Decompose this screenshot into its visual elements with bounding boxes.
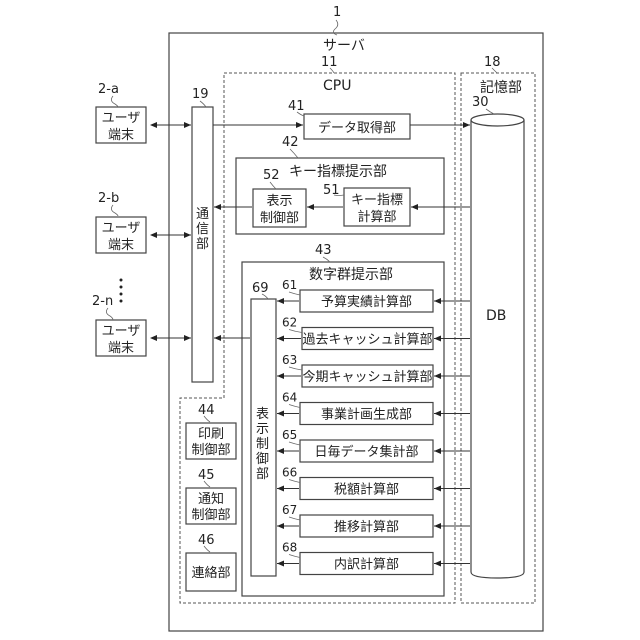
terminal-label-line1: ユーザ — [102, 221, 141, 236]
print-control-unit[interactable]: 印刷 制御部 — [186, 423, 236, 459]
calc-unit-label: 予算実績計算部 — [321, 294, 412, 310]
calc-unit[interactable]: 過去キャッシュ計算部 — [302, 328, 433, 350]
comm-unit-char: 通 — [196, 207, 209, 222]
number-display-char: 表 — [256, 407, 269, 422]
server-ref: 1 — [333, 5, 341, 20]
ellipsis-dots — [120, 279, 123, 303]
contact-label: 連絡部 — [191, 565, 230, 581]
calc-unit[interactable]: 内訳計算部 — [300, 553, 433, 575]
key-indicator-label: キー指標提示部 — [289, 164, 387, 180]
notify-label-line2: 制御部 — [191, 508, 230, 523]
number-display-char: 制 — [256, 437, 269, 452]
contact-ref: 46 — [198, 533, 215, 548]
comm-unit-ref: 19 — [192, 87, 209, 102]
notify-label-line1: 通知 — [198, 491, 224, 507]
calc-unit-label: 過去キャッシュ計算部 — [302, 332, 432, 348]
calc-unit-label: 内訳計算部 — [334, 557, 399, 573]
contact-unit[interactable]: 連絡部 — [186, 553, 236, 591]
user-terminal-b[interactable]: ユーザ 端末 — [96, 217, 146, 253]
key-indicator-calc-unit[interactable]: キー指標 計算部 — [344, 188, 410, 226]
terminal-n-ref: 2-n — [92, 294, 113, 309]
calc-unit-ref: 65 — [282, 428, 297, 442]
key-calc-label-line2: 計算部 — [357, 209, 396, 225]
data-acquisition-unit[interactable]: データ取得部 — [304, 114, 410, 139]
number-display-ref: 69 — [252, 281, 269, 296]
number-display-char: 御 — [256, 452, 269, 467]
server-label: サーバ — [323, 38, 365, 54]
notification-control-unit[interactable]: 通知 制御部 — [186, 488, 236, 524]
db-label: DB — [486, 308, 506, 324]
terminal-label-line1: ユーザ — [102, 111, 141, 126]
print-label-line2: 制御部 — [191, 443, 230, 458]
db-ref: 30 — [472, 95, 489, 110]
cpu-ref: 11 — [321, 55, 338, 70]
terminal-b-leader — [111, 205, 118, 216]
calc-unit[interactable]: 今期キャッシュ計算部 — [302, 365, 433, 387]
terminal-b-ref: 2-b — [98, 191, 119, 206]
notify-ref: 45 — [198, 468, 215, 483]
key-display-label-line1: 表示 — [266, 194, 292, 209]
storage-label: 記憶部 — [480, 79, 522, 96]
print-label-line1: 印刷 — [198, 427, 224, 442]
calc-unit-label: 事業計画生成部 — [321, 407, 412, 423]
terminal-a-ref: 2-a — [98, 82, 119, 97]
comm-unit-char: 部 — [196, 237, 209, 252]
key-display-label-line2: 制御部 — [260, 211, 299, 226]
comm-unit-char: 信 — [196, 222, 209, 237]
key-display-control-unit[interactable]: 表示 制御部 — [253, 189, 306, 227]
number-display-char: 示 — [256, 422, 269, 437]
data-acquisition-label: データ取得部 — [318, 120, 396, 136]
terminal-label-line2: 端末 — [108, 128, 134, 143]
terminal-a-leader — [111, 96, 118, 107]
key-indicator-ref: 42 — [282, 135, 299, 150]
calc-unit[interactable]: 予算実績計算部 — [300, 290, 433, 312]
number-group-label: 数字群提示部 — [309, 267, 393, 283]
calc-unit-label: 日毎データ集計部 — [314, 444, 418, 460]
calc-unit-label: 税額計算部 — [334, 482, 399, 498]
number-group-ref: 43 — [315, 243, 332, 258]
calc-unit-ref: 63 — [282, 353, 297, 367]
user-terminal-a[interactable]: ユーザ 端末 — [96, 107, 146, 143]
calc-unit-ref: 62 — [282, 316, 297, 330]
cpu-label: CPU — [323, 78, 351, 94]
calc-unit[interactable]: 税額計算部 — [300, 478, 433, 500]
terminal-label-line2: 端末 — [108, 238, 134, 253]
terminal-label-line1: ユーザ — [102, 324, 141, 339]
calc-unit[interactable]: 推移計算部 — [300, 515, 433, 537]
user-terminal-n[interactable]: ユーザ 端末 — [96, 320, 146, 356]
calc-unit-label: 今期キャッシュ計算部 — [302, 369, 432, 385]
terminal-n-leader — [106, 308, 113, 320]
data-acquisition-ref: 41 — [288, 99, 305, 114]
key-calc-label-line1: キー指標 — [351, 193, 403, 208]
calc-unit[interactable]: 日毎データ集計部 — [300, 440, 433, 462]
calc-unit-ref: 68 — [282, 541, 297, 555]
calc-unit-ref: 61 — [282, 278, 297, 292]
calc-unit-label: 推移計算部 — [334, 519, 399, 535]
terminal-label-line2: 端末 — [108, 341, 134, 356]
db-cylinder — [471, 114, 524, 578]
calc-unit-ref: 64 — [282, 391, 297, 405]
number-display-char: 部 — [256, 467, 269, 482]
calc-unit-ref: 67 — [282, 503, 297, 517]
calc-unit-ref: 66 — [282, 466, 297, 480]
print-ref: 44 — [198, 403, 215, 418]
calc-unit[interactable]: 事業計画生成部 — [300, 403, 433, 425]
key-display-ref: 52 — [263, 168, 280, 183]
